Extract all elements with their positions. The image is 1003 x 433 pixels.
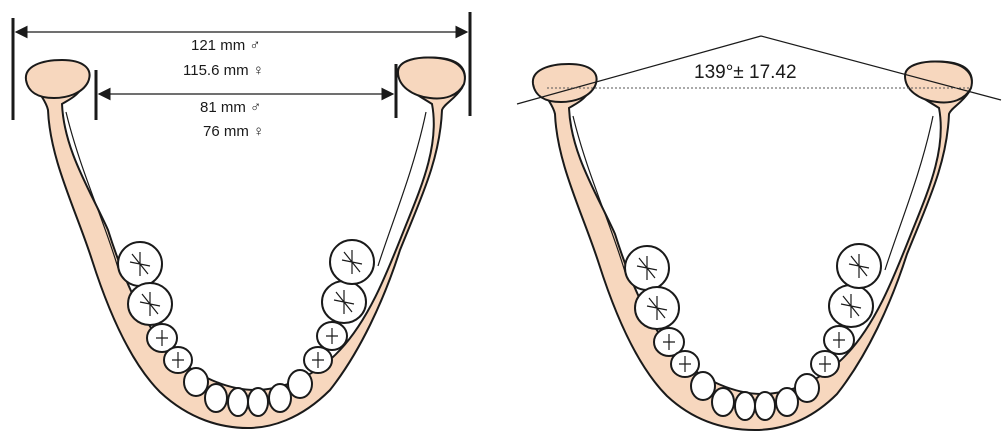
right-condyle bbox=[905, 62, 972, 103]
outer-width-female-label: 115.6 mm ♀ bbox=[183, 63, 264, 78]
left-condyle bbox=[26, 60, 90, 98]
mandible-width-diagram: 121 mm ♂ 115.6 mm ♀ 81 mm ♂ 76 mm ♀ bbox=[0, 0, 500, 433]
mandible-angle-diagram: 139°± 17.42 bbox=[503, 0, 1003, 433]
right-condyle bbox=[398, 58, 465, 99]
inner-width-male-label: 81 mm ♂ bbox=[200, 100, 261, 115]
mandible-body bbox=[542, 62, 972, 430]
outer-width-male-label: 121 mm ♂ bbox=[191, 38, 261, 53]
angle-label: 139°± 17.42 bbox=[694, 63, 797, 82]
inner-width-female-label: 76 mm ♀ bbox=[203, 124, 264, 139]
